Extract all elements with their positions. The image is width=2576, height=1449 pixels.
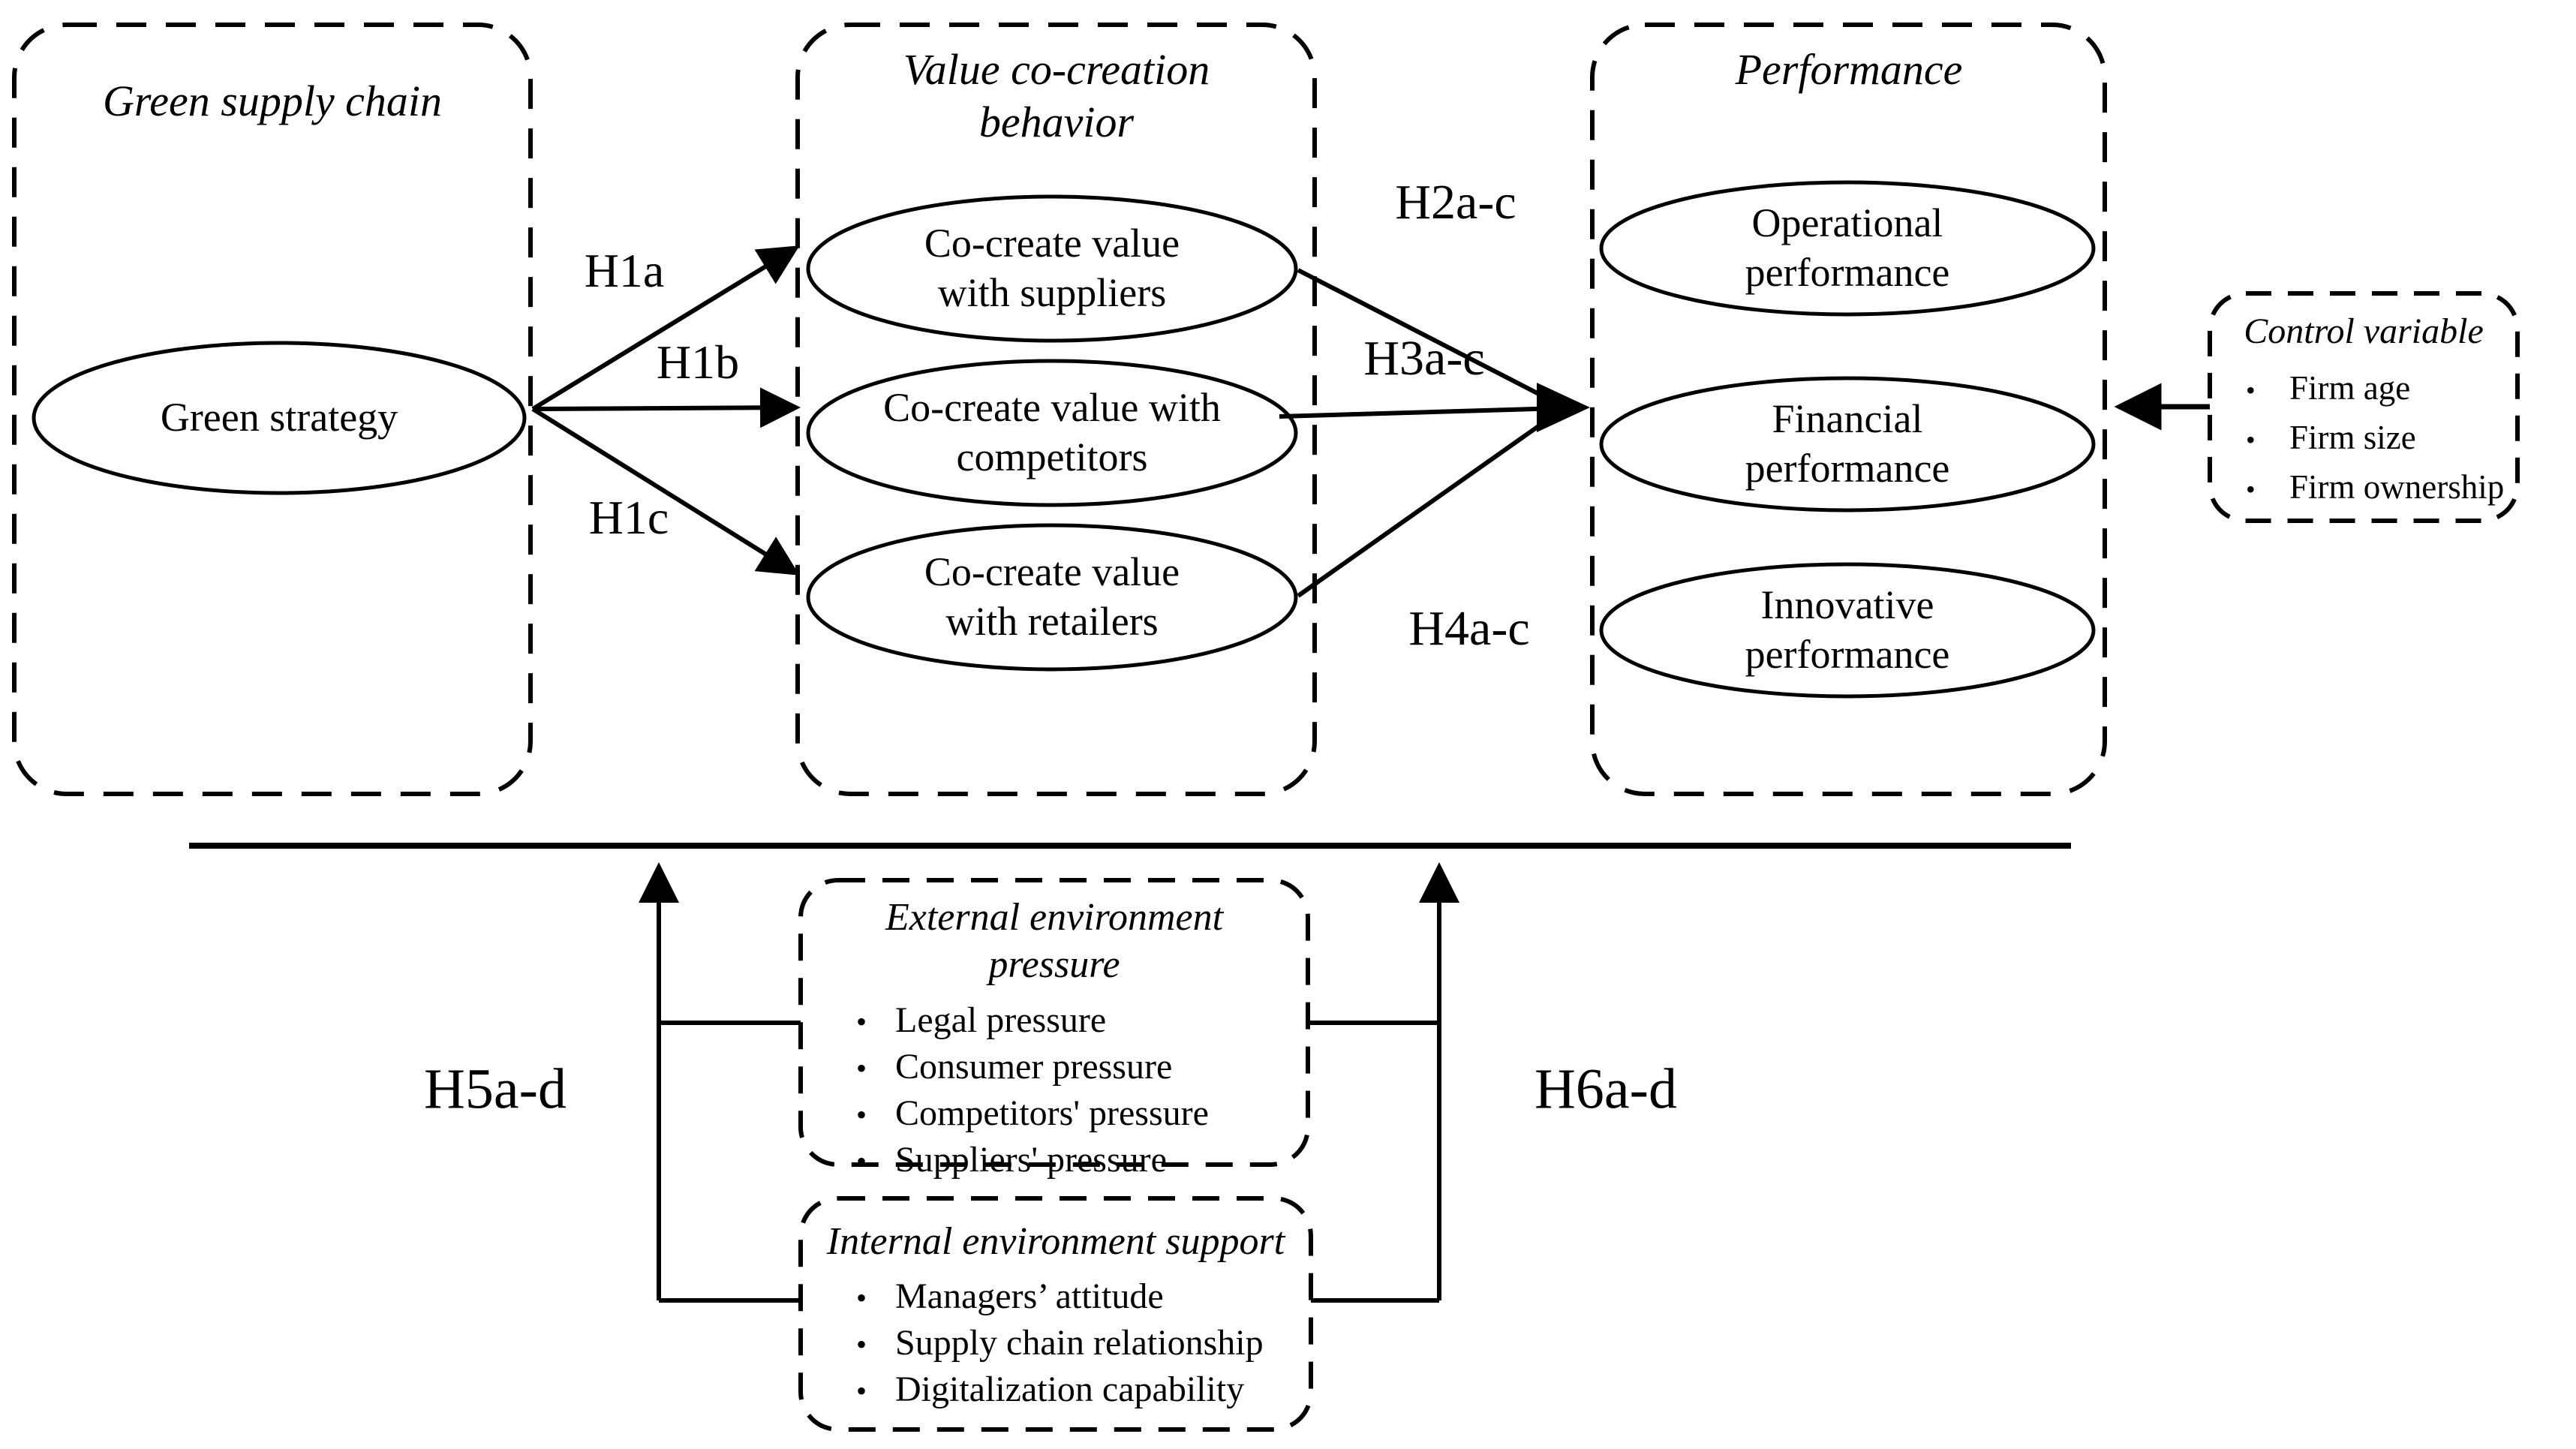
list-item-label: Legal pressure bbox=[895, 1000, 1107, 1040]
bullet-icon: • bbox=[2246, 473, 2256, 504]
list-item: • Digitalization capability bbox=[856, 1367, 1311, 1414]
list-item: • Firm size bbox=[2246, 414, 2517, 464]
bullet-icon: • bbox=[856, 1327, 867, 1362]
list-item: • Firm age bbox=[2246, 365, 2517, 414]
green-supply-chain-box bbox=[12, 23, 533, 796]
h3-label: H3a-c bbox=[1363, 331, 1485, 386]
financial-performance-label: Financial performance bbox=[1745, 396, 1950, 491]
h2-label: H2a-c bbox=[1395, 175, 1516, 230]
control-variable-title: Control variable bbox=[2244, 311, 2484, 351]
cocreate-retailers-label: Co-create value with retailers bbox=[924, 549, 1180, 644]
list-item-label: Firm age bbox=[2289, 368, 2411, 407]
list-item-label: Firm ownership bbox=[2289, 467, 2505, 506]
bullet-icon: • bbox=[2246, 374, 2256, 405]
list-item: • Suppliers' pressure bbox=[856, 1138, 1308, 1184]
h6-label: H6a-d bbox=[1534, 1057, 1677, 1121]
list-item: • Managers’ attitude bbox=[856, 1274, 1311, 1321]
external-pressure-panel: External environment pressure • Legal pre… bbox=[801, 880, 1308, 1180]
innovative-performance-ellipse bbox=[1599, 562, 2096, 699]
h1c-arrow bbox=[531, 407, 800, 576]
list-item: • Firm ownership bbox=[2246, 464, 2517, 513]
external-pressure-list: • Legal pressure • Consumer pressure • Comp… bbox=[801, 998, 1308, 1184]
list-item: • Legal pressure bbox=[856, 998, 1308, 1045]
h1c-label: H1c bbox=[588, 491, 669, 544]
operational-performance-ellipse bbox=[1599, 180, 2096, 317]
financial-performance-ellipse bbox=[1599, 376, 2096, 513]
bullet-icon: • bbox=[856, 1374, 867, 1408]
list-item: • Supply chain relationship bbox=[856, 1321, 1311, 1367]
h1a-label: H1a bbox=[584, 244, 665, 297]
bullet-icon: • bbox=[856, 1004, 867, 1039]
list-item-label: Managers’ attitude bbox=[895, 1276, 1164, 1317]
bullet-icon: • bbox=[856, 1051, 867, 1085]
list-item: • Consumer pressure bbox=[856, 1045, 1308, 1091]
internal-support-list: • Managers’ attitude • Supply chain relati… bbox=[801, 1274, 1311, 1414]
list-item-label: Firm size bbox=[2289, 418, 2416, 456]
cocreate-retailers-ellipse bbox=[806, 523, 1298, 672]
performance-column-title: Performance bbox=[1735, 45, 1963, 94]
h1a-arrow bbox=[531, 245, 800, 411]
cocreate-suppliers-ellipse bbox=[806, 194, 1298, 343]
h5-label: H5a-d bbox=[424, 1057, 567, 1121]
list-item-label: Supply chain relationship bbox=[895, 1323, 1264, 1363]
h1b-label: H1b bbox=[656, 335, 740, 389]
list-item-label: Competitors' pressure bbox=[895, 1093, 1209, 1133]
control-variable-list: • Firm age • Firm size • Firm ownership bbox=[2210, 365, 2517, 513]
internal-support-title: Internal environment support bbox=[826, 1220, 1285, 1263]
control-variable-panel: Control variable • Firm age • Firm size • F… bbox=[2210, 293, 2517, 521]
bullet-icon: • bbox=[856, 1144, 867, 1178]
value-cocreation-box bbox=[795, 23, 1317, 796]
performance-box bbox=[1590, 23, 2107, 796]
h2-arrow-line bbox=[1297, 268, 1562, 407]
external-pressure-title: External environment pressure bbox=[885, 896, 1224, 987]
vcc-column-title: Value co-creation behavior bbox=[903, 45, 1210, 146]
h4-arrow-line bbox=[1297, 408, 1562, 598]
list-item-label: Suppliers' pressure bbox=[895, 1139, 1167, 1180]
green-strategy-label: Green strategy bbox=[160, 395, 398, 440]
cocreate-competitors-ellipse bbox=[806, 359, 1298, 507]
bullet-icon: • bbox=[2246, 424, 2256, 455]
h1b-arrow bbox=[532, 387, 801, 428]
list-item: • Competitors' pressure bbox=[856, 1091, 1308, 1138]
h3-arrow-line bbox=[1279, 406, 1562, 419]
operational-performance-label: Operational performance bbox=[1745, 200, 1950, 295]
bullet-icon: • bbox=[856, 1281, 867, 1315]
internal-support-panel: Internal environment support • Managers’ … bbox=[801, 1198, 1311, 1429]
h4-label: H4a-c bbox=[1408, 601, 1530, 656]
bullet-icon: • bbox=[856, 1097, 867, 1132]
green-strategy-ellipse bbox=[32, 341, 527, 495]
convergence-arrowhead bbox=[1537, 383, 1590, 432]
list-item-label: Digitalization capability bbox=[895, 1369, 1245, 1410]
cocreate-competitors-label: Co-create value with competitors bbox=[883, 385, 1221, 479]
innovative-performance-label: Innovative performance bbox=[1745, 582, 1950, 677]
green-column-title: Green supply chain bbox=[102, 77, 443, 125]
cocreate-suppliers-label: Co-create value with suppliers bbox=[924, 221, 1180, 315]
list-item-label: Consumer pressure bbox=[895, 1046, 1173, 1087]
